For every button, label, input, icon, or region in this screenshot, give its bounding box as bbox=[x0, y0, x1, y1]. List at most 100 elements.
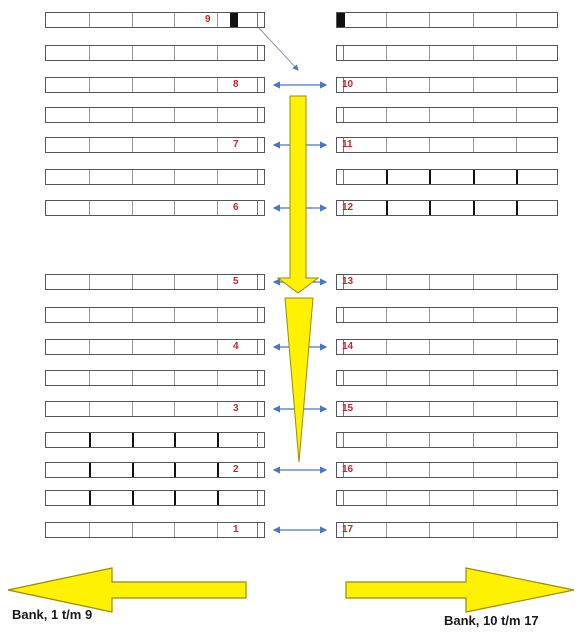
bench-end bbox=[337, 170, 344, 184]
right-bench-row bbox=[336, 432, 558, 448]
seat-divider bbox=[132, 491, 134, 505]
seat-divider bbox=[217, 491, 219, 505]
seat-divider bbox=[89, 108, 90, 122]
bench-end bbox=[337, 108, 344, 122]
seat-divider bbox=[516, 108, 517, 122]
bench-end bbox=[337, 138, 344, 152]
central-down-arrow-upper bbox=[276, 95, 320, 294]
seat-divider bbox=[516, 308, 517, 322]
seat-divider bbox=[174, 170, 175, 184]
bench-end bbox=[257, 138, 264, 152]
seat-divider bbox=[473, 371, 474, 385]
seat-divider bbox=[217, 108, 218, 122]
seat-divider bbox=[429, 491, 430, 505]
right-bench-row bbox=[336, 77, 558, 93]
right-bank-number-12: 12 bbox=[342, 202, 354, 213]
seat-divider bbox=[89, 275, 90, 289]
seat-divider bbox=[89, 371, 90, 385]
right-bench-row bbox=[336, 107, 558, 123]
seat-divider bbox=[429, 13, 430, 27]
right-direction-arrow bbox=[345, 567, 575, 613]
seat-divider bbox=[174, 402, 175, 416]
seat-divider bbox=[516, 138, 517, 152]
seat-divider bbox=[174, 308, 175, 322]
right-bank-number-17: 17 bbox=[342, 524, 354, 535]
seat-divider bbox=[429, 402, 430, 416]
seat-divider bbox=[473, 402, 474, 416]
seat-divider bbox=[174, 463, 176, 477]
seat-divider bbox=[429, 340, 430, 354]
seat-divider bbox=[132, 463, 134, 477]
bench-end bbox=[337, 433, 344, 447]
seat-divider bbox=[473, 463, 474, 477]
seat-divider bbox=[473, 433, 474, 447]
left-bench-row bbox=[45, 432, 265, 448]
bench-end bbox=[337, 308, 344, 322]
left-bank-number-1: 1 bbox=[233, 524, 239, 535]
bench-end bbox=[257, 201, 264, 215]
seat-divider bbox=[386, 13, 387, 27]
seat-divider bbox=[132, 308, 133, 322]
seat-divider bbox=[473, 13, 474, 27]
seat-divider bbox=[89, 13, 90, 27]
right-caption: Bank, 10 t/m 17 bbox=[444, 613, 539, 628]
seat-divider bbox=[132, 340, 133, 354]
bench-end bbox=[337, 463, 344, 477]
seat-divider bbox=[89, 308, 90, 322]
seat-divider bbox=[473, 275, 474, 289]
seat-divider bbox=[429, 523, 430, 537]
right-bench-row bbox=[336, 522, 558, 538]
right-bench-row bbox=[336, 137, 558, 153]
seat-divider bbox=[429, 308, 430, 322]
seat-divider bbox=[89, 340, 90, 354]
bench-end bbox=[257, 170, 264, 184]
left-bank-number-9: 9 bbox=[205, 14, 211, 25]
seat-divider bbox=[132, 275, 133, 289]
seat-divider bbox=[132, 13, 133, 27]
left-bench-row bbox=[45, 401, 265, 417]
seat-divider bbox=[386, 108, 387, 122]
black-marker bbox=[337, 13, 345, 27]
seat-divider bbox=[386, 463, 387, 477]
bench-end bbox=[337, 201, 344, 215]
seat-divider bbox=[386, 46, 387, 60]
left-caption: Bank, 1 t/m 9 bbox=[12, 607, 93, 622]
seat-divider bbox=[174, 13, 175, 27]
bench-end bbox=[337, 402, 344, 416]
seat-divider bbox=[386, 433, 387, 447]
seat-divider bbox=[516, 46, 517, 60]
seat-divider bbox=[89, 170, 90, 184]
seat-divider bbox=[429, 170, 431, 184]
right-bench-row bbox=[336, 307, 558, 323]
seat-divider bbox=[386, 201, 388, 215]
seat-divider bbox=[386, 275, 387, 289]
seat-divider bbox=[473, 108, 474, 122]
seat-divider bbox=[217, 308, 218, 322]
seat-divider bbox=[386, 491, 387, 505]
right-bench-row bbox=[336, 401, 558, 417]
seat-divider bbox=[89, 433, 91, 447]
bench-end bbox=[257, 46, 264, 60]
left-bank-number-8: 8 bbox=[233, 79, 239, 90]
seat-divider bbox=[217, 340, 218, 354]
bench-end bbox=[337, 275, 344, 289]
left-bench-row bbox=[45, 169, 265, 185]
seat-divider bbox=[217, 170, 218, 184]
left-direction-arrow bbox=[7, 567, 247, 613]
seat-divider bbox=[89, 491, 91, 505]
left-bench-row bbox=[45, 200, 265, 216]
right-bench-row bbox=[336, 12, 558, 28]
seat-divider bbox=[132, 201, 133, 215]
seat-divider bbox=[516, 78, 517, 92]
seat-divider bbox=[174, 371, 175, 385]
seat-divider bbox=[132, 402, 133, 416]
seat-divider bbox=[429, 433, 430, 447]
left-bench-row bbox=[45, 137, 265, 153]
seat-divider bbox=[174, 138, 175, 152]
left-bench-row bbox=[45, 339, 265, 355]
seat-divider bbox=[89, 201, 90, 215]
seat-divider bbox=[386, 138, 387, 152]
seat-divider bbox=[429, 275, 430, 289]
seat-divider bbox=[132, 108, 133, 122]
right-bank-number-10: 10 bbox=[342, 79, 354, 90]
